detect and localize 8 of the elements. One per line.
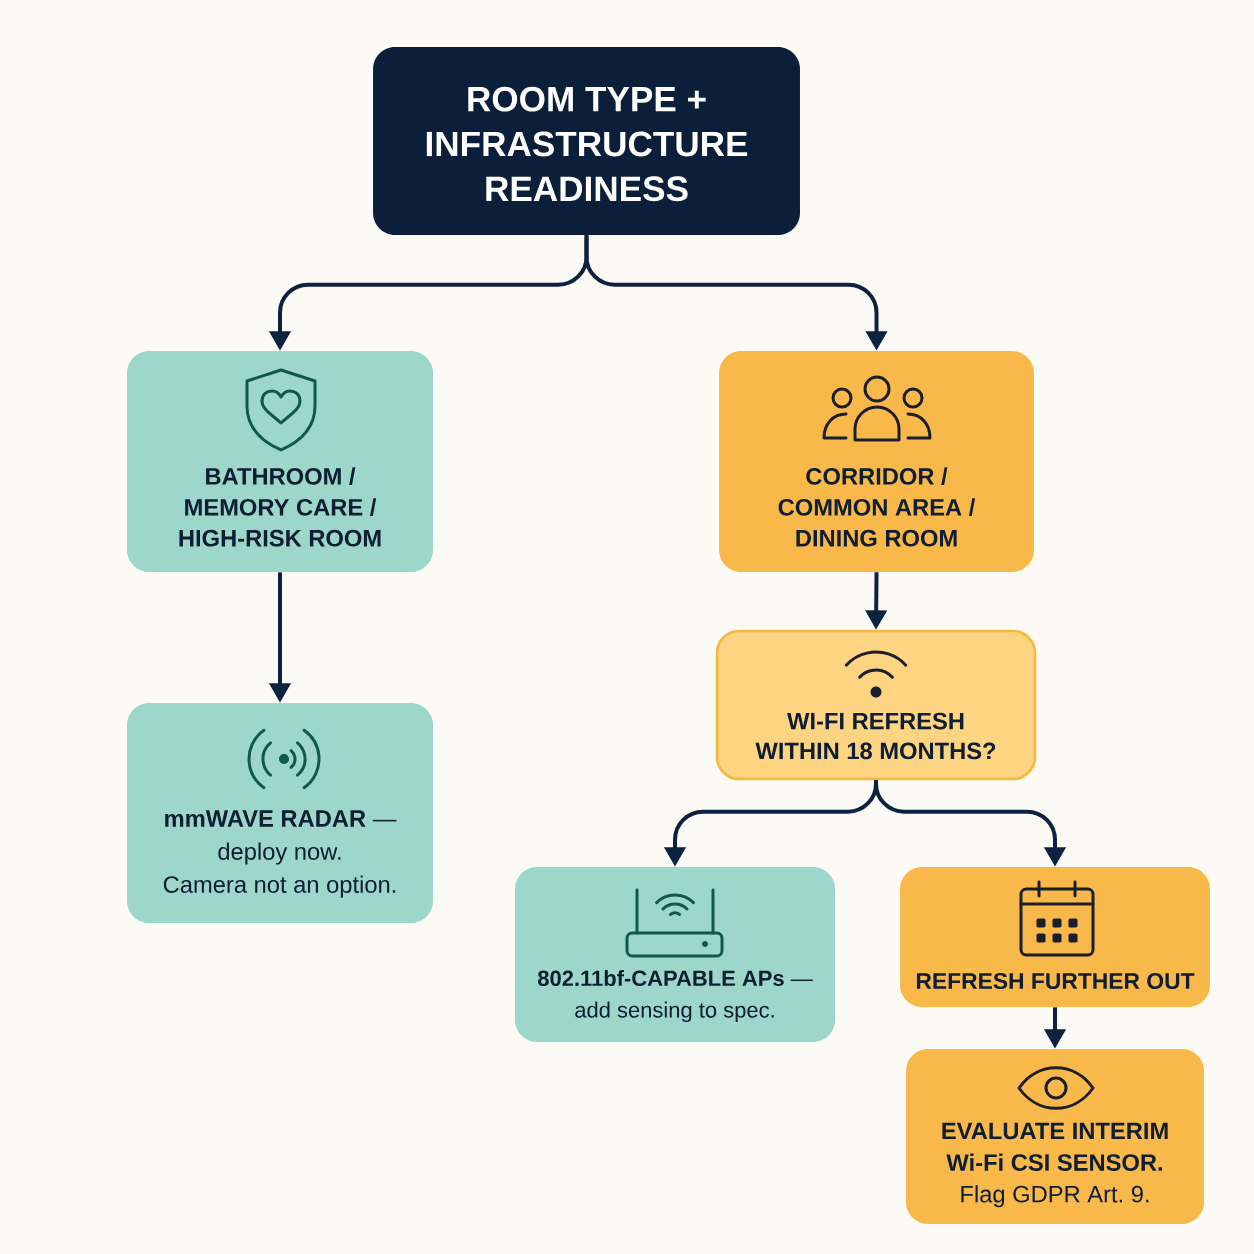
action-box: mmWAVE RADAR — deploy now. Camera not an option. xyxy=(127,703,433,923)
category-box: CORRIDOR / COMMON AREA / DINING ROOM xyxy=(719,351,1034,572)
outcome-box: REFRESH FURTHER OUT xyxy=(900,867,1210,1007)
action-box: EVALUATE INTERIM Wi-Fi CSI SENSOR. Flag GDPR Art. 9. xyxy=(906,1049,1204,1224)
decision-box: WI-FI REFRESH WITHIN 18 MONTHS? xyxy=(715,629,1037,781)
action-box: 802.11bf-CAPABLE APs — add sensing to spec. xyxy=(515,867,835,1042)
heading-box: ROOM TYPE + INFRASTRUCTURE READINESS xyxy=(373,47,800,235)
category-box: BATHROOM / MEMORY CARE / HIGH-RISK ROOM xyxy=(127,351,433,572)
